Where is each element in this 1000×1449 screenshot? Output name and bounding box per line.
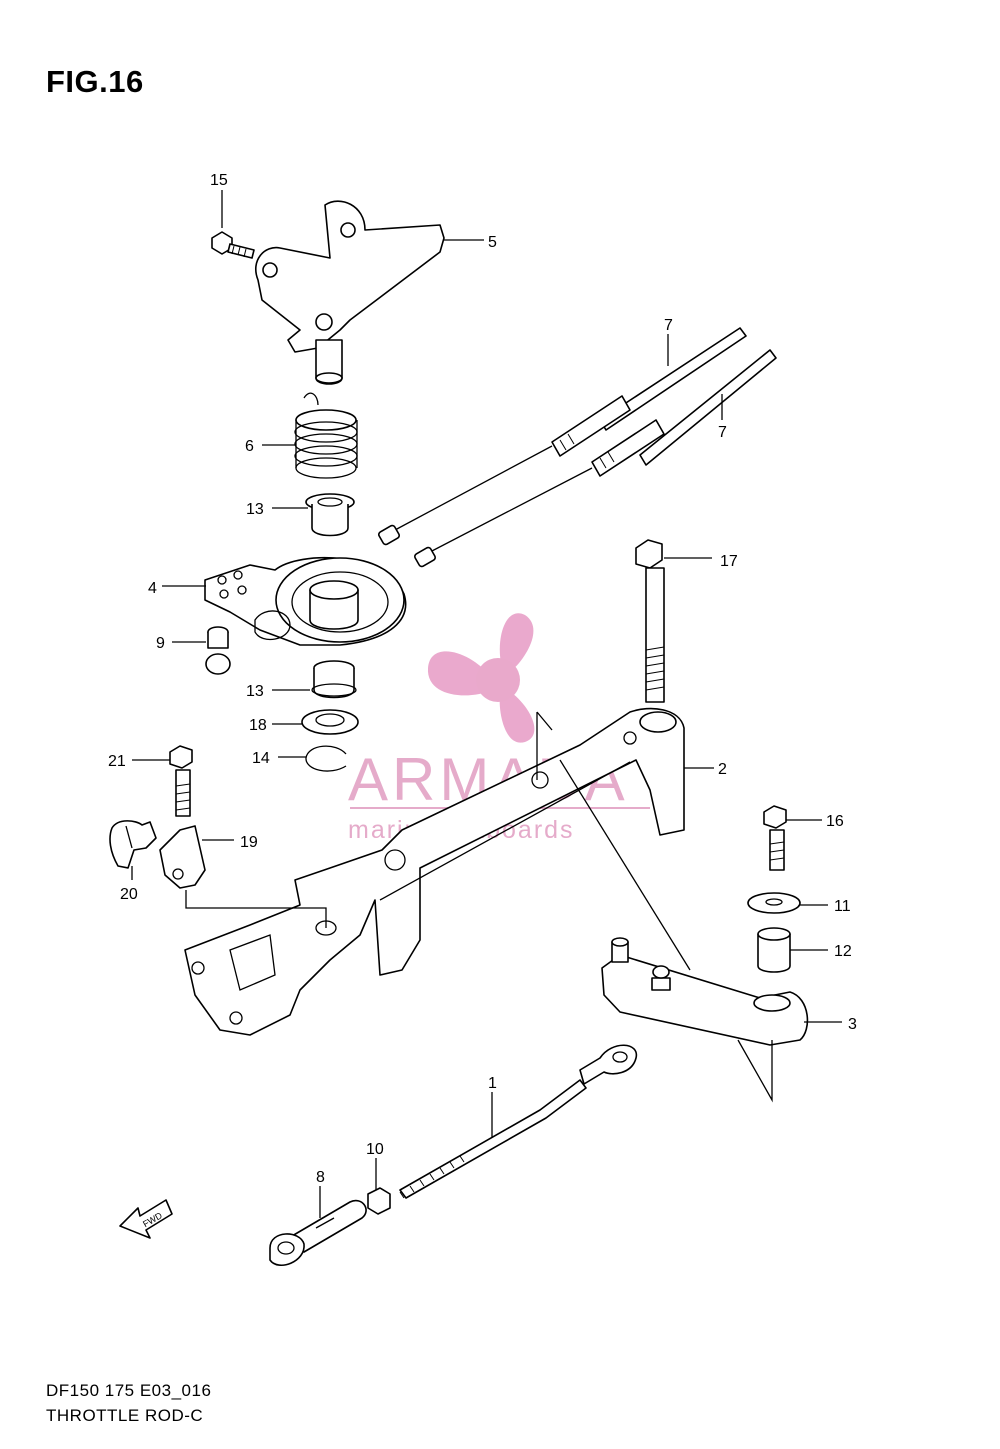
reference-lines bbox=[185, 711, 773, 1103]
bolt-16 bbox=[763, 805, 787, 871]
e-clip-14 bbox=[305, 745, 347, 772]
callout-5: 5 bbox=[488, 234, 497, 251]
bracket-5 bbox=[255, 200, 445, 385]
link-arm-2 bbox=[184, 707, 685, 1036]
callout-6: 6 bbox=[245, 438, 254, 455]
bolt-17 bbox=[635, 539, 665, 703]
callout-12: 12 bbox=[834, 943, 852, 960]
rod-end-8 bbox=[269, 1199, 367, 1266]
figure-title: FIG.16 bbox=[46, 64, 144, 99]
nut-10 bbox=[367, 1187, 391, 1215]
callout-7a: 7 bbox=[664, 317, 673, 334]
throttle-cables-7 bbox=[378, 327, 777, 568]
diagram-name: THROTTLE ROD-C bbox=[46, 1406, 204, 1425]
callout-20: 20 bbox=[120, 886, 138, 903]
callout-13b: 13 bbox=[246, 683, 264, 700]
clip-plate-19 bbox=[159, 825, 206, 889]
fwd-arrow-icon: FWD bbox=[119, 1199, 173, 1239]
callout-21: 21 bbox=[108, 753, 126, 770]
callouts: 1 2 3 4 5 6 7 7 8 9 10 11 12 13 13 14 15… bbox=[108, 172, 857, 1186]
propeller-icon bbox=[427, 613, 535, 743]
callout-8: 8 bbox=[316, 1169, 325, 1186]
callout-7b: 7 bbox=[718, 424, 727, 441]
clip-20 bbox=[109, 820, 157, 869]
callout-16: 16 bbox=[826, 813, 844, 830]
callout-10: 10 bbox=[366, 1141, 384, 1158]
leader-lines bbox=[131, 190, 842, 1218]
bushing-13-lower bbox=[311, 660, 357, 699]
throttle-lever-4 bbox=[204, 556, 407, 646]
callout-14: 14 bbox=[252, 750, 270, 767]
throttle-rod-1 bbox=[399, 1044, 638, 1199]
spring-6 bbox=[294, 392, 358, 479]
callout-15: 15 bbox=[210, 172, 228, 189]
callout-13a: 13 bbox=[246, 501, 264, 518]
bushing-13-top bbox=[305, 493, 355, 537]
bolt-15 bbox=[211, 231, 255, 259]
collar-12 bbox=[757, 927, 791, 973]
callout-11: 11 bbox=[834, 898, 851, 915]
lever-3 bbox=[601, 937, 809, 1046]
callout-4: 4 bbox=[148, 580, 157, 597]
washer-11 bbox=[747, 892, 801, 914]
callout-1: 1 bbox=[488, 1075, 497, 1092]
callout-9: 9 bbox=[156, 635, 165, 652]
callout-3: 3 bbox=[848, 1016, 857, 1033]
washer-18 bbox=[301, 709, 359, 735]
callout-19: 19 bbox=[240, 834, 258, 851]
diagram-code: DF150 175 E03_016 bbox=[46, 1381, 212, 1400]
bolt-21 bbox=[169, 745, 193, 817]
callout-18: 18 bbox=[249, 717, 267, 734]
callout-2: 2 bbox=[718, 761, 727, 778]
callout-17: 17 bbox=[720, 553, 738, 570]
ball-stud-9 bbox=[205, 626, 231, 675]
